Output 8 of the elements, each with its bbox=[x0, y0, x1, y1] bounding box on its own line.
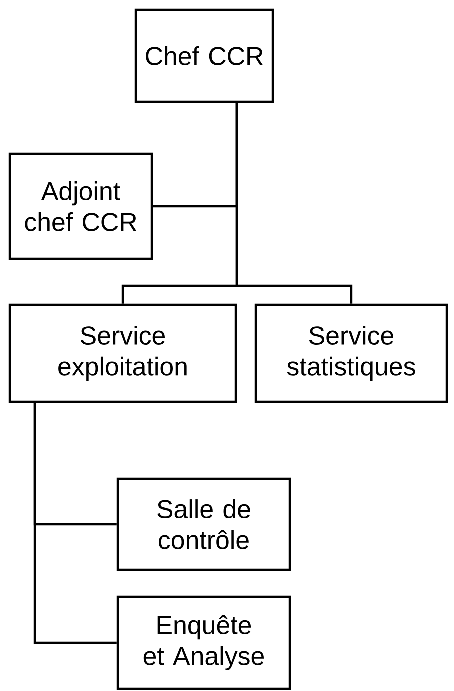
org-box: Service exploitation bbox=[8, 304, 238, 404]
org-box: Salle de contrôle bbox=[116, 478, 292, 572]
org-box: Service statistiques bbox=[254, 304, 448, 404]
org-box: Adjoint chef CCR bbox=[8, 152, 154, 260]
connector-line bbox=[236, 103, 353, 304]
org-box: Enquête et Analyse bbox=[116, 596, 292, 690]
connector-line bbox=[34, 403, 117, 644]
org-box: Chef CCR bbox=[134, 8, 274, 104]
